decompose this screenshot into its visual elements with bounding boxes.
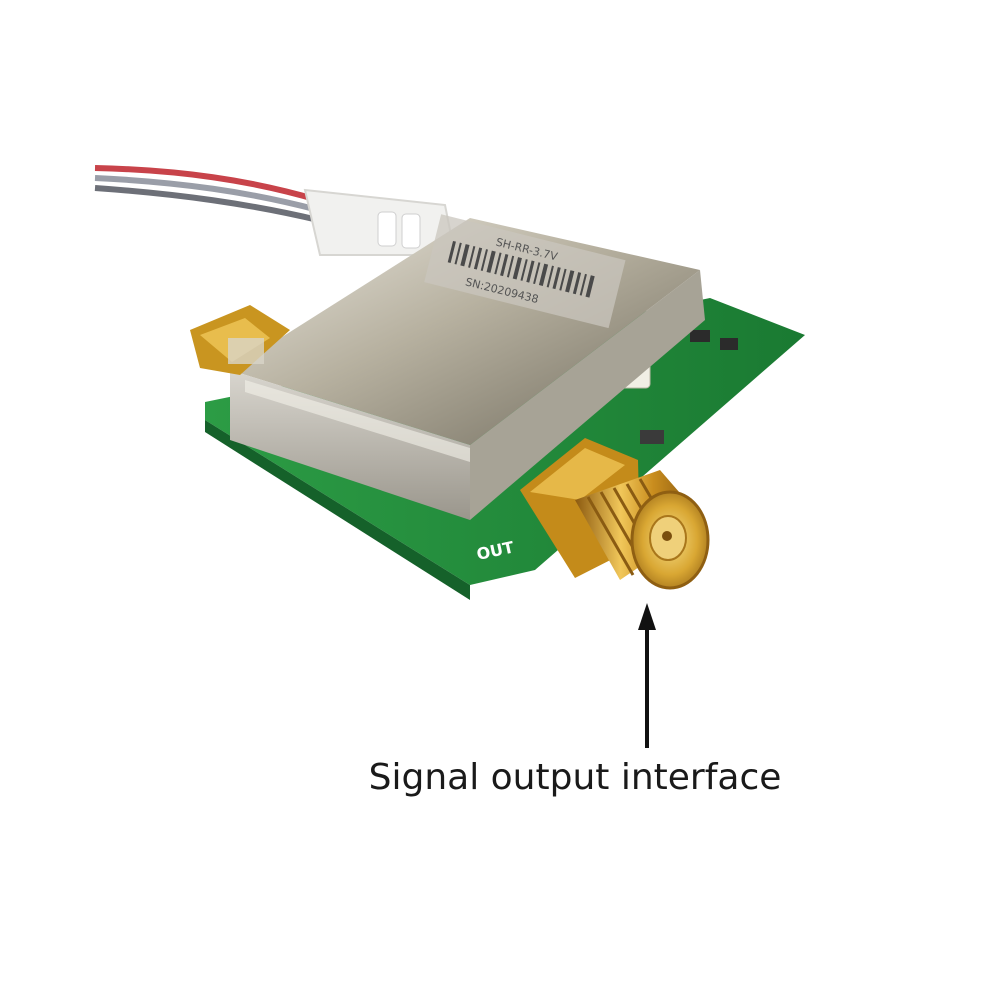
annotation-caption: Signal output interface — [368, 757, 782, 798]
sma-center-pin — [662, 531, 672, 541]
shield-label: SH-RR-3.7V SN:20209438 — [424, 214, 626, 329]
input-sma-connector — [190, 305, 290, 375]
output-sma-connector — [520, 438, 710, 590]
barcode — [447, 240, 595, 298]
pointer-arrow — [638, 603, 656, 748]
arrow-head — [638, 603, 656, 630]
metal-shield-can: SH-RR-3.7V SN:20209438 — [230, 214, 705, 520]
power-wires — [94, 165, 319, 223]
